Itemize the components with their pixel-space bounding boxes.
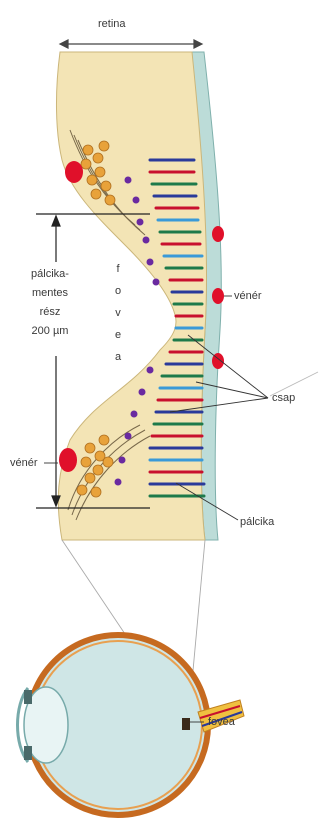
fovea-letter: e	[111, 324, 125, 346]
retina-layer	[56, 52, 206, 540]
blood-vessel-label-left: vénér	[10, 457, 38, 470]
blood-vessel-label-right: vénér	[234, 290, 262, 303]
rod-free-label-3: rész	[22, 306, 78, 319]
rod-free-label-1: pálcika-	[22, 268, 78, 281]
fovea-vertical-label: f o v e a	[111, 258, 125, 368]
fovea-label: fovea	[208, 716, 235, 729]
fovea-letter: f	[111, 258, 125, 280]
rod-label: pálcika	[240, 516, 274, 529]
retina-label: retina	[98, 18, 126, 31]
fovea-letter: a	[111, 346, 125, 368]
fovea-letter: o	[111, 280, 125, 302]
rod-free-label-2: mentes	[22, 287, 78, 300]
fovea-letter: v	[111, 302, 125, 324]
rod-free-label-4: 200 µm	[22, 325, 78, 338]
cone-label: csap	[272, 392, 295, 405]
retina-width-arrow	[60, 40, 202, 48]
